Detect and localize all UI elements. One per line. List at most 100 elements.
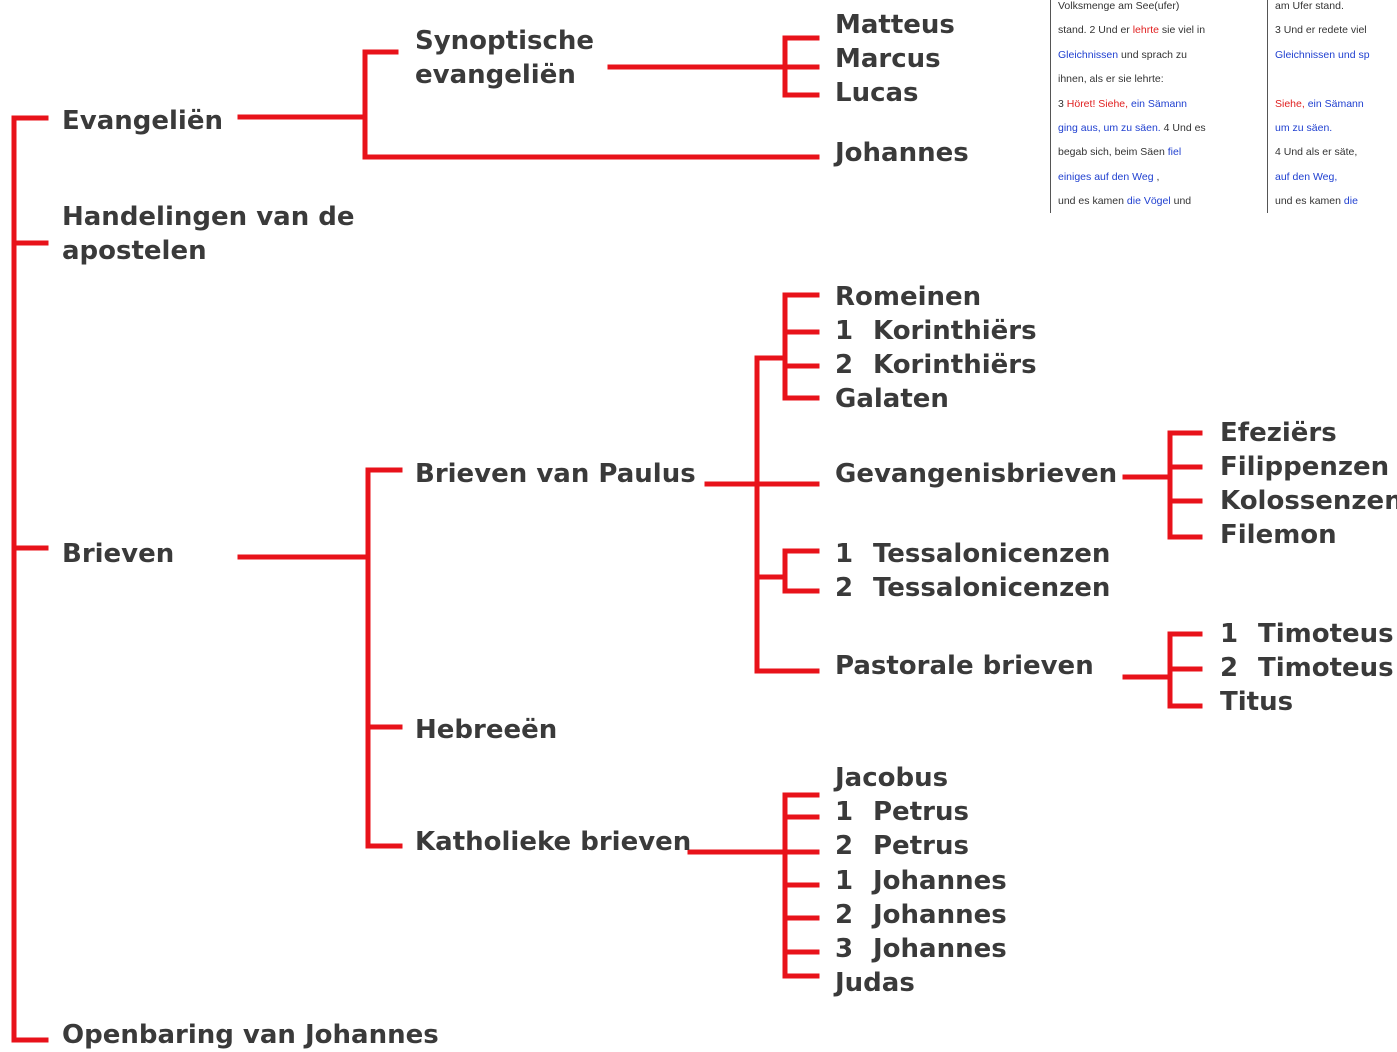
excerpt-left-text: und es kamen: [1058, 195, 1127, 208]
node-marcus: Marcus: [835, 44, 941, 74]
excerpt-left-line: ging aus, um zu säen. 4 Und es: [1058, 116, 1258, 140]
excerpt-left-text: ging aus, um zu säen.: [1058, 122, 1161, 135]
node-johannes-2-number: 2: [835, 900, 854, 930]
node-lucas: Lucas: [835, 78, 919, 108]
node-handelingen-line-1: Handelingen van de: [62, 202, 355, 232]
excerpt-left-text: sie viel in: [1158, 24, 1206, 37]
excerpt-left-line: einiges auf den Weg ,: [1058, 165, 1258, 189]
excerpt-right-text: Siehe,: [1275, 97, 1305, 110]
excerpt-right-line: auf den Weg,: [1275, 165, 1397, 189]
node-tessalonicenzen-1-name: Tessalonicenzen: [873, 539, 1111, 569]
node-handelingen-line-2: apostelen: [62, 236, 207, 266]
node-pastorale-brieven: Pastorale brieven: [835, 651, 1094, 681]
node-tessalonicenzen-1: 1 Tessalonicenzen: [835, 537, 1110, 571]
node-synoptische: Synoptische evangeliën: [415, 24, 594, 92]
node-johannes: Johannes: [835, 138, 969, 168]
excerpt-left-text: die Vögel: [1126, 195, 1171, 208]
node-evangelien: Evangeliën: [62, 106, 223, 136]
node-korinthiers-2-number: 2: [835, 350, 854, 380]
excerpt-right-line: Gleichnissen und sp: [1275, 43, 1397, 67]
node-filemon: Filemon: [1220, 520, 1337, 550]
excerpt-left-line: begab sich, beim Säen fiel: [1058, 140, 1258, 164]
node-timoteus-1-name: Timoteus: [1258, 619, 1394, 649]
excerpt-right-text: auf den Weg,: [1275, 170, 1338, 183]
excerpt-right-line: Siehe, ein Sämann: [1275, 92, 1397, 116]
node-petrus-1-name: Petrus: [873, 797, 969, 827]
excerpt-left-line: Volksmenge am See(ufer): [1058, 0, 1258, 18]
excerpt-left-text: einiges auf den Weg: [1058, 170, 1154, 183]
excerpt-left-text: ihnen, als er sie lehrte:: [1058, 73, 1164, 86]
node-jacobus: Jacobus: [835, 763, 949, 793]
excerpt-left-line: und es kamen die Vögel und: [1058, 189, 1258, 213]
node-tessalonicenzen-2: 2 Tessalonicenzen: [835, 571, 1110, 605]
excerpt-left-text: 3: [1058, 97, 1067, 110]
node-petrus-1-number: 1: [835, 797, 854, 827]
excerpt-column-left: Volksmenge am See(ufer)stand. 2 Und er l…: [1058, 0, 1258, 213]
node-filippenzen: Filippenzen: [1220, 452, 1390, 482]
excerpt-border-left: [1050, 0, 1051, 213]
node-synoptische-line-2: evangeliën: [415, 60, 576, 90]
node-petrus-2-number: 2: [835, 831, 854, 861]
node-tessalonicenzen-2-number: 2: [835, 573, 854, 603]
excerpt-left-text: fiel: [1167, 146, 1182, 159]
excerpt-right-text: am Ufer stand.: [1275, 0, 1344, 12]
excerpt-right-text: und es kamen: [1275, 195, 1344, 208]
excerpt-right-text: um zu säen.: [1275, 122, 1333, 135]
excerpt-right-text: ein Sämann: [1304, 97, 1364, 110]
node-korinthiers-1-number: 1: [835, 316, 854, 346]
node-matteus: Matteus: [835, 10, 955, 40]
excerpt-left-line: stand. 2 Und er lehrte sie viel in: [1058, 18, 1258, 42]
node-timoteus-2: 2 Timoteus: [1220, 651, 1394, 685]
node-judas: Judas: [835, 968, 915, 998]
node-katholieke-brieven: Katholieke brieven: [415, 827, 692, 857]
excerpt-left-line: 3 Höret! Siehe, ein Sämann: [1058, 92, 1258, 116]
excerpt-right-text: Gleichnissen und sp: [1275, 48, 1370, 61]
node-romeinen: Romeinen: [835, 282, 982, 312]
node-brieven-van-paulus: Brieven van Paulus: [415, 459, 696, 489]
excerpt-left-text: lehrte: [1132, 24, 1159, 37]
excerpt-right-line: und es kamen die: [1275, 189, 1397, 213]
node-johannes-1: 1 Johannes: [835, 864, 1007, 898]
excerpt-right-text: die: [1343, 195, 1358, 208]
node-johannes-2-name: Johannes: [873, 900, 1007, 930]
node-johannes-3-number: 3: [835, 934, 854, 964]
excerpt-left-text: begab sich, beim Säen: [1058, 146, 1168, 159]
excerpt-left-text: Höret! Siehe,: [1066, 97, 1129, 110]
node-efeziers: Efeziërs: [1220, 418, 1337, 448]
excerpt-left-line: Gleichnissen und sprach zu: [1058, 43, 1258, 67]
excerpt-right-line: 4 Und als er säte,: [1275, 140, 1397, 164]
node-petrus-1: 1 Petrus: [835, 795, 969, 829]
excerpt-right-line: um zu säen.: [1275, 116, 1397, 140]
node-timoteus-2-name: Timoteus: [1258, 653, 1394, 683]
node-brieven: Brieven: [62, 539, 175, 569]
excerpt-right-text: 4 Und als er säte,: [1275, 146, 1358, 159]
node-galaten: Galaten: [835, 384, 949, 414]
node-hebreeen: Hebreeën: [415, 715, 558, 745]
excerpt-left-text: Gleichnissen: [1058, 48, 1119, 61]
excerpt-left-line: ihnen, als er sie lehrte:: [1058, 67, 1258, 91]
node-titus: Titus: [1220, 687, 1294, 717]
excerpt-left-text: und: [1170, 195, 1192, 208]
node-korinthiers-1: 1 Korinthiërs: [835, 314, 1037, 348]
node-johannes-1-number: 1: [835, 866, 854, 896]
node-timoteus-2-number: 2: [1220, 653, 1239, 683]
excerpt-left-text: und sprach zu: [1118, 48, 1188, 61]
node-synoptische-line-1: Synoptische: [415, 26, 595, 56]
excerpt-left-text: 4 Und es: [1160, 122, 1206, 135]
node-korinthiers-1-name: Korinthiërs: [873, 316, 1037, 346]
excerpt-column-divider: [1267, 0, 1268, 213]
node-johannes-2: 2 Johannes: [835, 898, 1007, 932]
excerpt-right-line: am Ufer stand.: [1275, 0, 1397, 18]
excerpt-right-text: 3 Und er redete viel: [1275, 24, 1367, 37]
node-openbaring: Openbaring van Johannes: [62, 1020, 439, 1050]
node-tessalonicenzen-2-name: Tessalonicenzen: [873, 573, 1111, 603]
node-tessalonicenzen-1-number: 1: [835, 539, 854, 569]
node-johannes-1-name: Johannes: [873, 866, 1007, 896]
synopsis-excerpt: Volksmenge am See(ufer)stand. 2 Und er l…: [1050, 0, 1397, 213]
excerpt-left-text: ein Sämann: [1128, 97, 1188, 110]
node-kolossenzen: Kolossenzen: [1220, 486, 1397, 516]
